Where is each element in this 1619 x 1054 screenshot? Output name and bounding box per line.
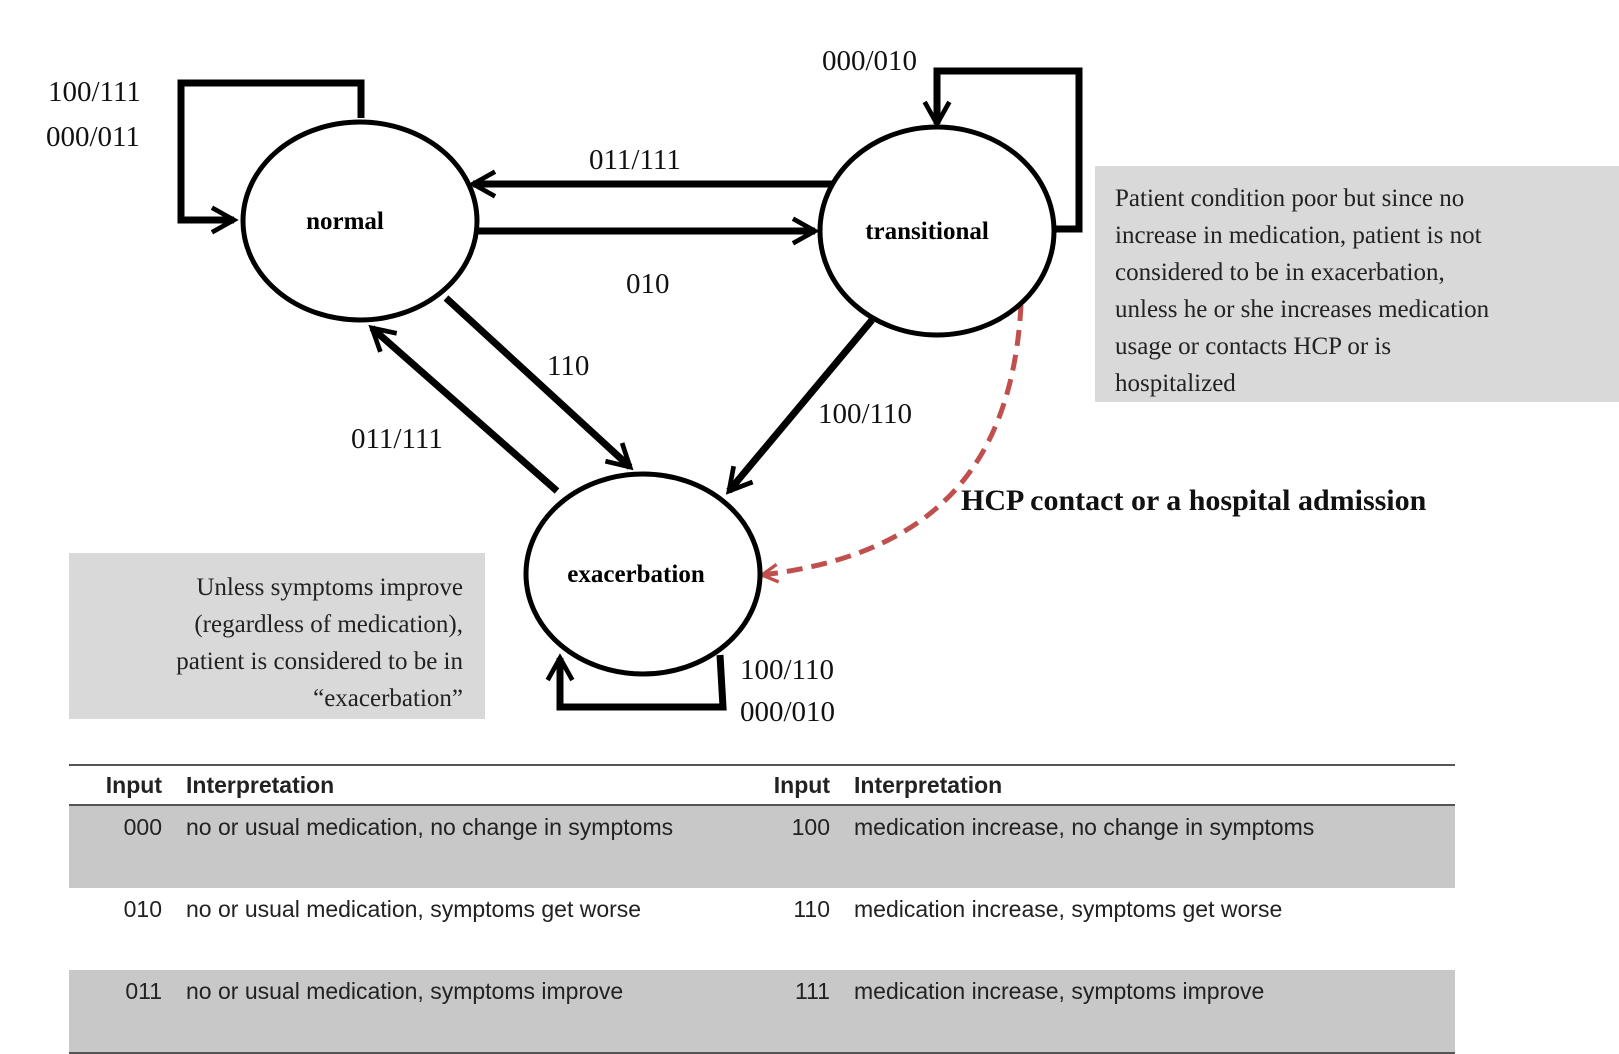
input-code: 100 <box>747 805 842 888</box>
input-legend-table: Input Interpretation Input Interpretatio… <box>69 764 1455 1054</box>
label-exacerbation-self-a: 100/110 <box>740 654 834 686</box>
label-exacerbation-to-normal: 011/111 <box>351 423 443 455</box>
interpretation: medication increase, symptoms get worse <box>854 896 1283 922</box>
interpretation: medication increase, no change in sympto… <box>842 805 1455 888</box>
note-line: Unless symptoms improve <box>196 574 463 601</box>
input-code: 110 <box>793 896 830 922</box>
note-line: increase in medication, patient is not <box>1115 222 1482 249</box>
label-exacerbation-self-b: 000/010 <box>740 696 835 728</box>
input-code: 010 <box>123 896 162 922</box>
interpretation: no or usual medication, symptoms improve <box>174 970 747 1054</box>
input-code: 000 <box>69 805 174 888</box>
edge-normal-to-exacerbation <box>443 295 630 467</box>
transitional-note: Patient condition poor but since no incr… <box>1095 166 1619 402</box>
table-row: 010 no or usual medication, symptoms get… <box>69 888 1455 970</box>
state-transitional-label: transitional <box>865 218 989 245</box>
note-line: considered to be in exacerbation, <box>1115 259 1445 286</box>
edge-exacerbation-to-normal <box>372 328 560 494</box>
edge-transitional-self <box>937 67 1083 233</box>
table-header-row: Input Interpretation Input Interpretatio… <box>69 764 1455 806</box>
state-exacerbation <box>523 471 763 677</box>
state-transitional <box>817 124 1057 338</box>
input-code: 111 <box>747 970 842 1054</box>
note-line: “exacerbation” <box>313 685 463 712</box>
hcp-transition-label: HCP contact or a hospital admission <box>961 484 1427 517</box>
label-normal-to-exacerbation: 110 <box>547 350 589 382</box>
label-normal-self-b: 000/011 <box>46 121 140 153</box>
label-transitional-to-normal: 011/111 <box>589 144 681 176</box>
exacerbation-note: Unless symptoms improve (regardless of m… <box>69 553 485 719</box>
note-line: hospitalized <box>1115 370 1236 397</box>
note-line: usage or contacts HCP or is <box>1115 333 1392 360</box>
header-input: Input <box>69 764 174 806</box>
input-code: 011 <box>69 970 174 1054</box>
label-transitional-self: 000/010 <box>822 45 917 77</box>
interpretation: no or usual medication, no change in sym… <box>174 805 747 888</box>
edge-normal-self <box>177 79 365 220</box>
note-line: unless he or she increases medication <box>1115 296 1490 323</box>
interpretation: no or usual medication, symptoms get wor… <box>186 896 642 922</box>
label-normal-to-transitional: 010 <box>626 268 670 300</box>
note-line: (regardless of medication), <box>194 611 463 638</box>
table-row: 011 no or usual medication, symptoms imp… <box>69 970 1455 1054</box>
header-input: Input <box>747 764 842 806</box>
header-interpretation: Interpretation <box>842 764 1455 806</box>
note-line: patient is considered to be in <box>176 648 463 675</box>
state-normal <box>240 119 480 323</box>
interpretation: medication increase, symptoms improve <box>842 970 1455 1054</box>
edge-exacerbation-self <box>560 655 727 711</box>
state-exacerbation-label: exacerbation <box>567 561 705 588</box>
label-transitional-to-exacerbation: 100/110 <box>818 398 912 430</box>
state-normal-label: normal <box>306 208 384 235</box>
table-row: 000 no or usual medication, no change in… <box>69 805 1455 888</box>
edge-transitional-to-exacerbation <box>729 317 875 491</box>
edge-hcp-transition <box>762 304 1024 575</box>
label-normal-self-a: 100/111 <box>48 76 141 108</box>
note-line: Patient condition poor but since no <box>1115 185 1465 212</box>
header-interpretation: Interpretation <box>174 764 747 806</box>
